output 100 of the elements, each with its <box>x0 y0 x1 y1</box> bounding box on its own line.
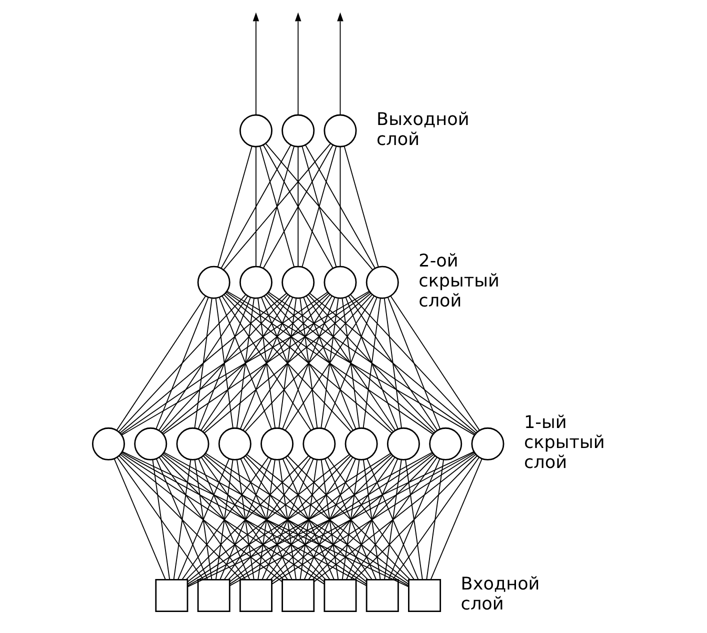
node-circle <box>260 427 294 460</box>
node-circle <box>281 266 314 299</box>
node-box <box>281 579 314 612</box>
connector <box>218 296 272 430</box>
connector <box>172 459 191 580</box>
connector <box>366 458 418 580</box>
label: Входной слой <box>460 574 540 615</box>
connector <box>181 456 268 580</box>
node-circle <box>323 266 356 299</box>
connector <box>261 458 314 580</box>
connector <box>304 144 375 268</box>
connector <box>162 292 370 435</box>
connector <box>390 296 480 431</box>
connector <box>320 459 338 580</box>
connector <box>162 454 324 582</box>
connector <box>430 458 482 580</box>
connector <box>308 294 435 432</box>
connector <box>344 296 398 430</box>
connector <box>116 456 204 580</box>
connector <box>242 296 332 431</box>
connector <box>324 296 377 430</box>
connector <box>204 454 367 582</box>
connector <box>162 453 366 585</box>
node-circle <box>365 266 398 299</box>
connector <box>223 456 310 580</box>
connector <box>388 458 440 580</box>
node-circle <box>176 427 209 460</box>
connector <box>214 459 233 580</box>
connector <box>299 298 318 429</box>
connector <box>158 456 246 580</box>
connector <box>263 296 354 431</box>
connector <box>308 456 395 580</box>
connector <box>305 296 396 431</box>
connector <box>194 298 212 429</box>
connector <box>197 296 250 430</box>
connector <box>216 146 252 268</box>
connector <box>228 453 432 585</box>
connector <box>155 296 208 430</box>
connector <box>256 298 276 429</box>
connector <box>204 293 370 434</box>
node-circle <box>302 427 336 460</box>
connector <box>202 294 330 432</box>
connector <box>343 146 378 268</box>
node-box <box>196 579 230 612</box>
node-box <box>365 579 398 612</box>
connector <box>302 296 356 430</box>
connector <box>282 296 335 430</box>
connector <box>244 294 372 432</box>
connector <box>348 296 438 431</box>
label: Выходной слой <box>376 110 469 150</box>
connector <box>116 296 206 431</box>
connector <box>222 143 330 270</box>
connector <box>386 296 440 430</box>
connector <box>278 459 296 580</box>
connector <box>226 290 474 436</box>
connector <box>223 294 351 432</box>
connector <box>383 298 402 429</box>
connector <box>200 456 288 580</box>
connector <box>163 452 409 586</box>
connector <box>303 458 356 580</box>
connector <box>185 455 309 580</box>
connector <box>341 298 360 429</box>
connector <box>284 456 372 580</box>
connector <box>113 458 166 580</box>
node-circle <box>428 427 462 460</box>
node-circle <box>323 114 356 148</box>
connector <box>202 455 326 580</box>
connector <box>268 292 476 435</box>
connector <box>204 453 409 585</box>
connector <box>186 454 350 582</box>
connector <box>120 290 369 436</box>
node-circle <box>91 427 124 460</box>
connector <box>236 298 254 429</box>
connector <box>270 453 475 585</box>
connector <box>362 459 380 580</box>
connector <box>120 453 324 585</box>
node-circle <box>238 114 272 148</box>
connector <box>262 144 333 268</box>
connector <box>160 294 288 432</box>
connector <box>152 459 170 580</box>
connector <box>266 293 434 434</box>
node-box <box>154 579 188 612</box>
connector <box>270 455 393 580</box>
connector <box>236 459 254 580</box>
connector <box>278 298 296 429</box>
connector <box>225 292 434 435</box>
node-box <box>408 579 441 612</box>
arrow <box>336 12 343 116</box>
connector <box>220 144 291 268</box>
node-circle <box>196 266 230 299</box>
connector <box>186 452 432 586</box>
connector <box>312 455 436 580</box>
connector <box>350 456 437 580</box>
connector <box>282 458 334 580</box>
connector <box>309 293 476 434</box>
connector <box>260 296 314 430</box>
label: 2-ой скрытый слой <box>418 252 499 312</box>
node-box <box>323 579 356 612</box>
connector <box>160 455 284 580</box>
node-circle <box>134 427 167 460</box>
